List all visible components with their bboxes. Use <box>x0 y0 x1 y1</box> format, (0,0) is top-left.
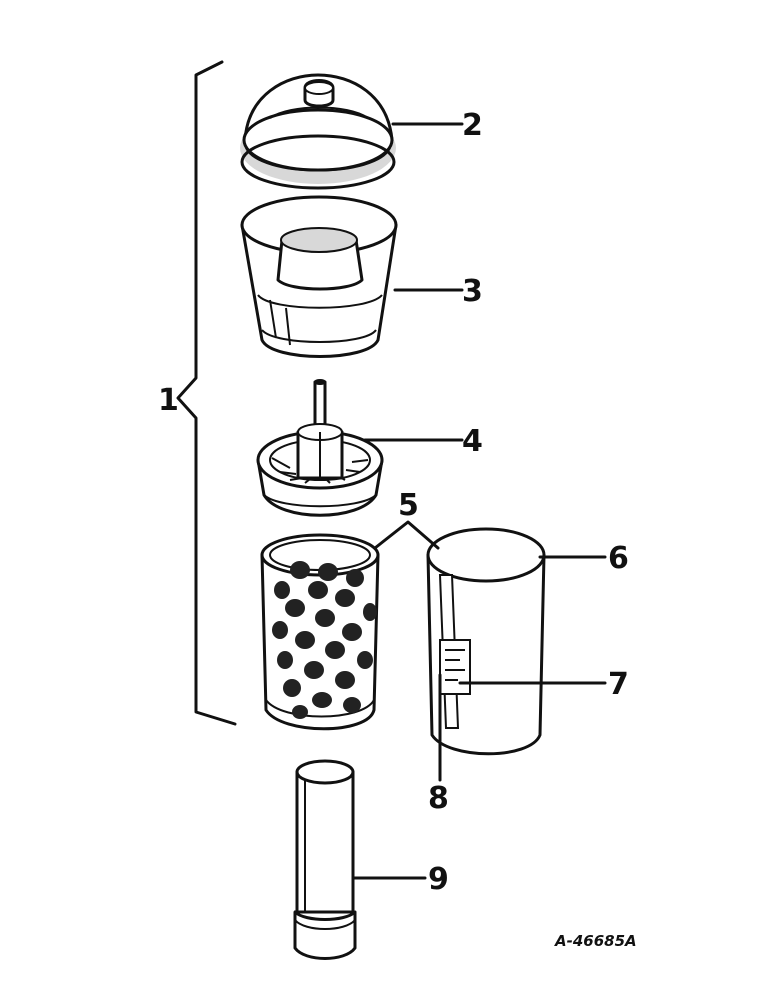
part-2-cover <box>240 73 396 190</box>
callout-5: 5 <box>398 488 419 523</box>
callout-6: 6 <box>608 541 629 576</box>
callout-1: 1 <box>158 383 179 418</box>
figure-reference-code: A-46685A <box>554 932 637 950</box>
callout-7: 7 <box>608 667 629 702</box>
callout-9: 9 <box>428 862 449 897</box>
part-5-perforated-element <box>260 533 380 731</box>
part-9-tube <box>293 759 357 960</box>
callout-4: 4 <box>462 424 483 459</box>
part-4-baffle <box>256 379 384 517</box>
leader-lines <box>352 122 607 880</box>
assembly-bracket <box>176 60 237 726</box>
callout-3: 3 <box>462 274 483 309</box>
part-3-bowl <box>240 195 398 358</box>
callout-8: 8 <box>428 781 449 816</box>
part-6-screen <box>426 527 546 756</box>
perforation-holes <box>272 561 377 719</box>
callout-2: 2 <box>462 108 483 143</box>
